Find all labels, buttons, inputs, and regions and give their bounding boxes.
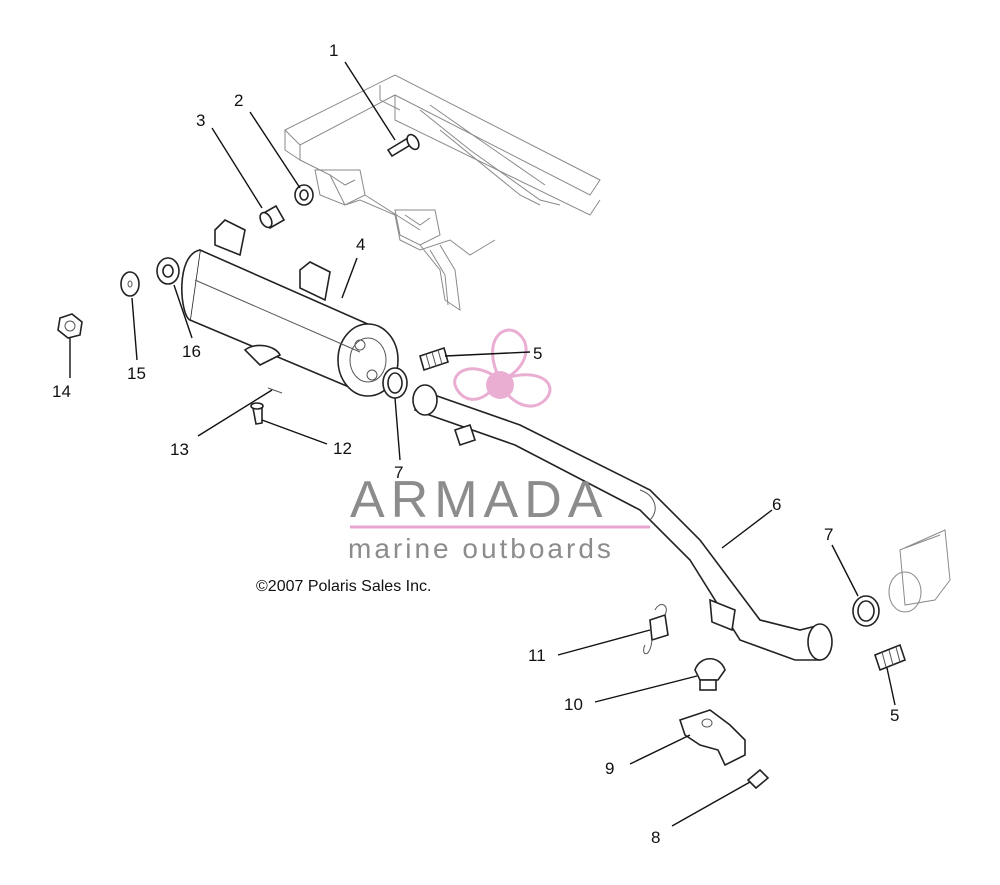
- leader-lines: [69, 61, 896, 827]
- part-14-nut: [57, 313, 83, 339]
- copyright-notice: ©2007 Polaris Sales Inc.: [256, 578, 431, 595]
- callout-12: 12: [333, 439, 352, 458]
- leader-6: [721, 509, 773, 549]
- leader-16: [173, 284, 193, 339]
- callout-11: 11: [528, 646, 546, 665]
- part-5-spring-upper: [419, 346, 449, 372]
- leader-8: [671, 781, 751, 827]
- part-15-washer: [120, 271, 140, 297]
- callout-10: 10: [564, 695, 583, 714]
- callout-6: 6: [772, 495, 781, 514]
- part-10-rubber-mount: [694, 657, 726, 691]
- part-3-bushing: [259, 204, 286, 230]
- part-7-gasket-right: [852, 595, 880, 627]
- leader-4: [341, 257, 358, 299]
- callout-15: 15: [127, 364, 146, 383]
- leader-3: [211, 127, 263, 209]
- callout-5a: 5: [533, 344, 542, 363]
- callout-7b: 7: [824, 525, 833, 544]
- leader-7b: [831, 544, 859, 597]
- callout-4: 4: [356, 235, 365, 254]
- callout-1: 1: [329, 41, 338, 60]
- leader-15: [131, 297, 138, 361]
- leader-5b: [886, 667, 896, 706]
- part-13-clip: [267, 387, 283, 394]
- part-6-head-pipe: [412, 384, 833, 661]
- leader-1: [344, 61, 396, 141]
- watermark-propeller-icon: [453, 328, 552, 408]
- leader-9: [629, 734, 691, 765]
- part-16-washer: [156, 257, 180, 285]
- vehicle-frame: [284, 74, 601, 312]
- callout-13: 13: [170, 440, 189, 459]
- leader-5a: [444, 351, 531, 357]
- callout-3: 3: [196, 111, 205, 130]
- leader-13: [197, 389, 273, 437]
- part-11-spring: [643, 604, 669, 655]
- part-9-bracket: [678, 709, 746, 767]
- callout-5b: 5: [890, 706, 899, 725]
- leader-12: [261, 419, 328, 445]
- callout-9: 9: [605, 759, 614, 778]
- callout-labels: 1 2 3 4 5 5 6 7 7 8 9 10 11 12 13 14 15 …: [52, 41, 899, 847]
- callout-7a: 7: [394, 463, 403, 482]
- part-8-bolt: [746, 768, 770, 790]
- watermark-subtitle: marine outboards: [348, 533, 614, 564]
- part-4-muffler: [181, 219, 399, 397]
- part-7-gasket-upper: [382, 367, 408, 399]
- engine-exhaust-port: [888, 529, 951, 613]
- part-1-bolt: [386, 133, 420, 158]
- callout-16: 16: [182, 342, 201, 361]
- part-12-pin: [250, 402, 264, 425]
- callout-8: 8: [651, 828, 660, 847]
- leader-10: [594, 675, 698, 703]
- watermark-title: ARMADA: [350, 471, 608, 529]
- part-2-grommet: [294, 184, 314, 206]
- part-5-spring-lower: [874, 643, 906, 672]
- leader-11: [557, 629, 651, 656]
- callout-2: 2: [234, 91, 243, 110]
- leader-2: [249, 111, 301, 189]
- leader-7a: [394, 397, 401, 461]
- callout-14: 14: [52, 382, 71, 401]
